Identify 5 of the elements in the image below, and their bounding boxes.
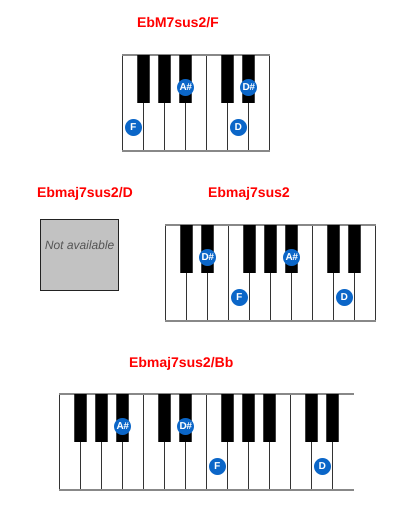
chord-name: EbM7sus2/F	[137, 14, 219, 31]
chord-name: Ebmaj7sus2/Bb	[129, 354, 234, 371]
chord-name: Ebmaj7sus2/D	[37, 184, 133, 201]
unavailable-diagram-panel: Not available	[40, 219, 119, 291]
chord-name: Ebmaj7sus2	[208, 184, 290, 201]
